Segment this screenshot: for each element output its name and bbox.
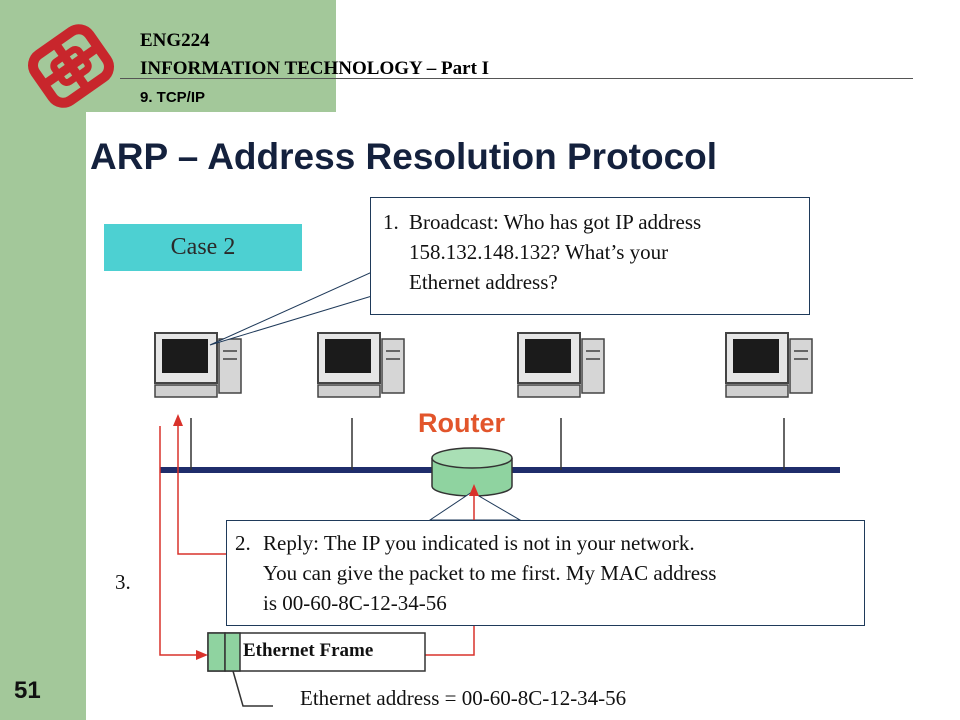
slide-title: ARP – Address Resolution Protocol: [90, 136, 718, 177]
header-divider: [120, 78, 913, 79]
callout-number: 1.: [383, 210, 399, 234]
reply-callout: 2. Reply: The IP you indicated is not in…: [226, 520, 865, 626]
callout-line: 158.132.148.132? What’s your: [409, 240, 669, 264]
slide-number: 51: [14, 677, 41, 704]
frame-arrow-left: [159, 426, 208, 660]
desktop-computer-icon: [317, 332, 405, 398]
router-label: Router: [418, 408, 505, 438]
left-sidebar: [0, 0, 86, 720]
chapter-label: 9. TCP/IP: [140, 89, 206, 106]
case-label: Case 2: [104, 224, 302, 271]
callout-number: 2.: [235, 531, 251, 555]
header-band: [86, 0, 336, 112]
course-subject: INFORMATION TECHNOLOGY – Part I: [140, 58, 490, 79]
course-code: ENG224: [140, 30, 210, 51]
callout-line: is 00-60-8C-12-34-56: [263, 591, 447, 615]
desktop-computer-icon: [154, 332, 242, 398]
reply-arrow: [173, 414, 226, 555]
desktop-computer-icon: [517, 332, 605, 398]
address-pointer-line: [232, 670, 273, 707]
callout-line: Broadcast: Who has got IP address: [409, 210, 702, 234]
reply-callout-pointer: [428, 491, 522, 521]
router-cylinder-icon: [431, 447, 513, 497]
broadcast-callout-pointer: [209, 271, 373, 346]
ethernet-address-label: Ethernet address = 00-60-8C-12-34-56: [300, 686, 627, 710]
step-three-label: 3.: [115, 570, 131, 594]
broadcast-callout: 1. Broadcast: Who has got IP address 158…: [370, 197, 810, 315]
callout-line: Ethernet address?: [409, 270, 558, 294]
desktop-computer-icon: [725, 332, 813, 398]
callout-line: Reply: The IP you indicated is not in yo…: [263, 531, 695, 555]
ethernet-frame-label: Ethernet Frame: [243, 640, 374, 661]
callout-line: You can give the packet to me first. My …: [263, 561, 717, 585]
